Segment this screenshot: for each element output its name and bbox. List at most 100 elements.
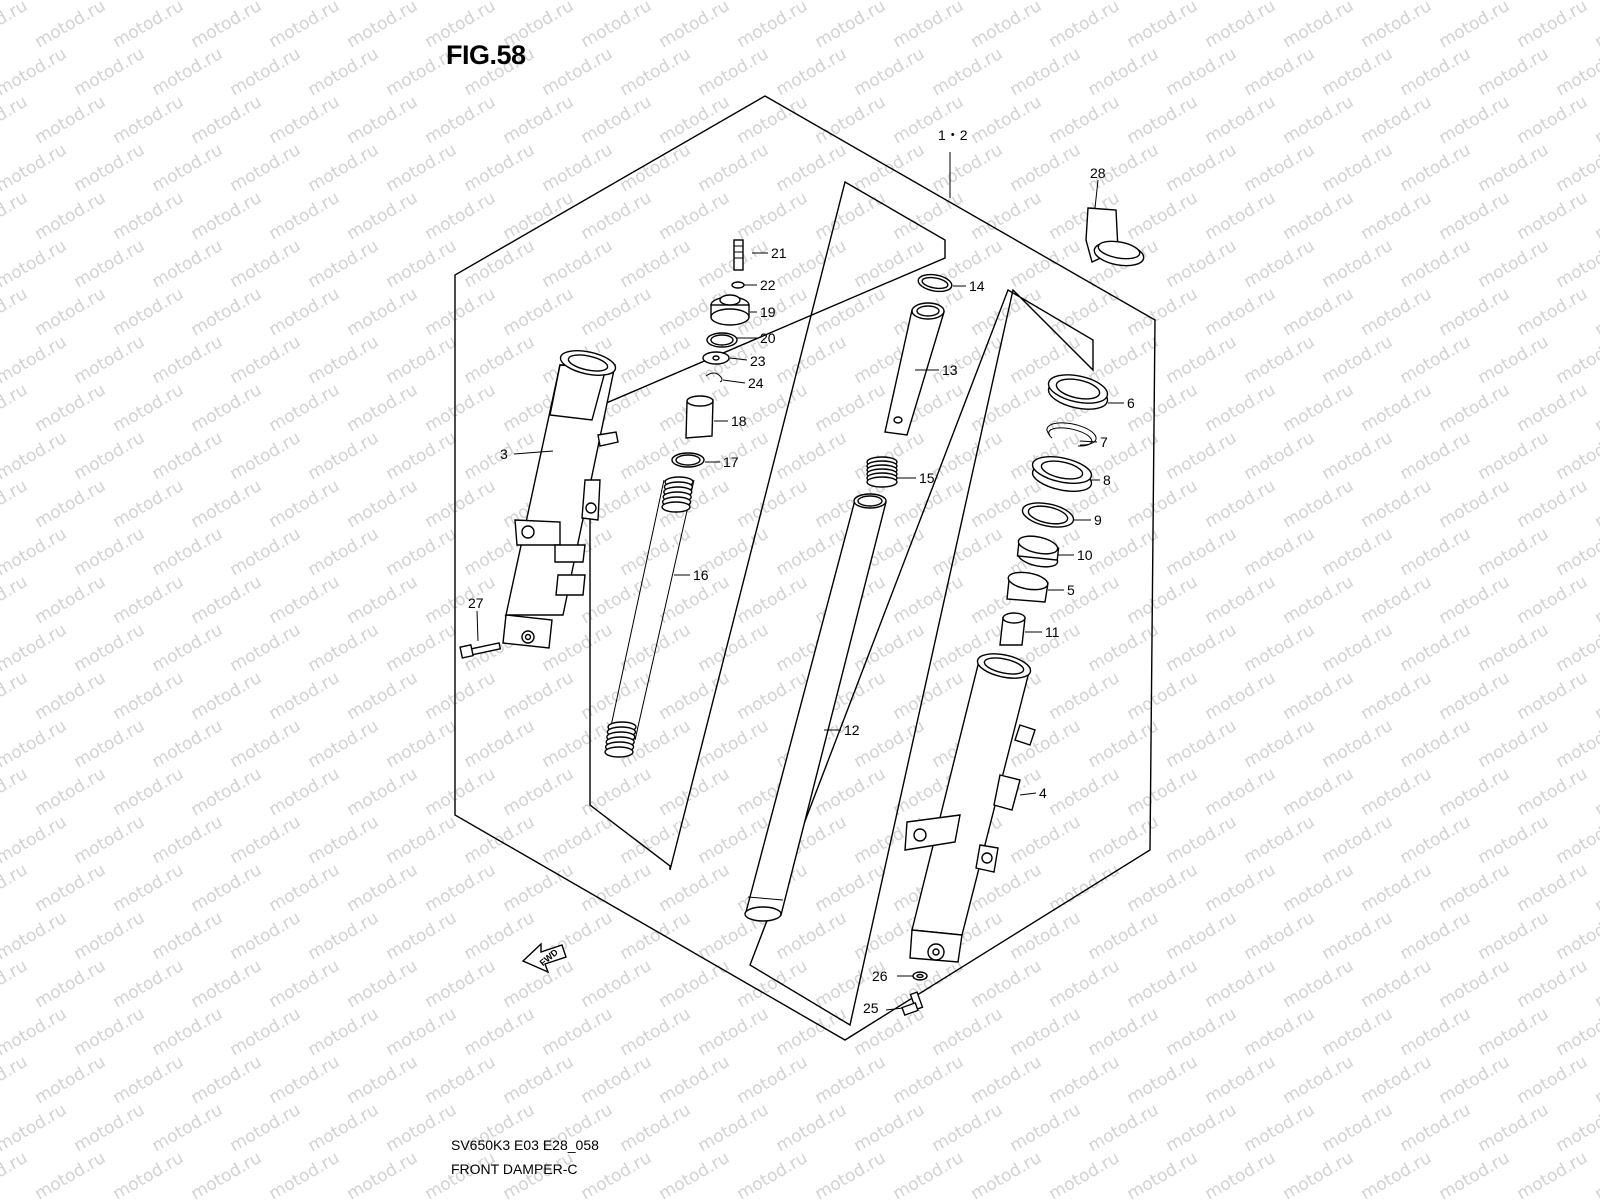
watermark-text: motod.ru: [383, 140, 461, 196]
watermark-text: motod.ru: [1241, 236, 1319, 292]
watermark-text: motod.ru: [461, 0, 539, 4]
axle-pinch-bolt: [459, 642, 502, 659]
watermark-text: motod.ru: [1280, 380, 1358, 436]
watermark-text: motod.ru: [1397, 236, 1475, 292]
watermark-text: motod.ru: [617, 332, 695, 388]
watermark-text: motod.ru: [812, 860, 890, 916]
watermark-text: motod.ru: [1085, 0, 1163, 4]
watermark-text: motod.ru: [851, 620, 929, 676]
callout-9: 9: [1094, 512, 1102, 528]
watermark-text: motod.ru: [71, 524, 149, 580]
watermark-text: motod.ru: [383, 908, 461, 964]
watermark-text: motod.ru: [344, 1148, 422, 1200]
watermark-text: motod.ru: [1397, 1100, 1475, 1156]
watermark-text: motod.ru: [1163, 716, 1241, 772]
watermark-text: motod.ru: [1319, 0, 1397, 4]
watermark-text: motod.ru: [305, 1100, 383, 1156]
watermark-text: motod.ru: [71, 0, 149, 4]
watermark-text: motod.ru: [1007, 716, 1085, 772]
watermark-text: motod.ru: [1202, 1052, 1280, 1108]
watermark-text: motod.ru: [1358, 476, 1436, 532]
watermark-text: motod.ru: [1553, 908, 1600, 964]
watermark-text: motod.ru: [32, 92, 110, 148]
watermark-text: motod.ru: [539, 1004, 617, 1060]
watermark-text: motod.ru: [773, 44, 851, 100]
watermark-text: motod.ru: [695, 620, 773, 676]
watermark-text: motod.ru: [1046, 668, 1124, 724]
figure-title: FIG.58: [446, 40, 526, 70]
watermark-text: motod.ru: [383, 812, 461, 868]
callout-26: 26: [872, 968, 888, 984]
watermark-text: motod.ru: [1007, 0, 1085, 4]
spring-coil: [866, 476, 898, 488]
watermark-text: motod.ru: [1241, 44, 1319, 100]
watermark-text: motod.ru: [1592, 284, 1600, 340]
watermark-text: motod.ru: [617, 236, 695, 292]
watermark-text: motod.ru: [1475, 140, 1553, 196]
watermark-text: motod.ru: [1319, 1004, 1397, 1060]
watermark-text: motod.ru: [1202, 572, 1280, 628]
watermark-text: motod.ru: [266, 860, 344, 916]
watermark-text: motod.ru: [344, 860, 422, 916]
callout-4: 4: [1039, 785, 1047, 801]
watermark-text: motod.ru: [500, 860, 578, 916]
fork-spring: [604, 476, 695, 758]
watermark-text: motod.ru: [1007, 908, 1085, 964]
watermark-text: motod.ru: [0, 140, 70, 196]
watermark-text: motod.ru: [1163, 428, 1241, 484]
watermark-text: motod.ru: [188, 956, 266, 1012]
watermark-text: motod.ru: [32, 1148, 110, 1200]
watermark-text: motod.ru: [1085, 620, 1163, 676]
watermark-text: motod.ru: [734, 188, 812, 244]
watermark-text: motod.ru: [149, 524, 227, 580]
watermark-text: motod.ru: [539, 236, 617, 292]
watermark-text: motod.ru: [1514, 572, 1592, 628]
watermark-text: motod.ru: [500, 764, 578, 820]
watermark-text: motod.ru: [188, 1148, 266, 1200]
watermark-text: motod.ru: [188, 764, 266, 820]
watermark-text: motod.ru: [1436, 668, 1514, 724]
callout-16: 16: [693, 567, 709, 583]
watermark-text: motod.ru: [0, 860, 31, 916]
watermark-text: motod.ru: [422, 572, 500, 628]
watermark-text: motod.ru: [188, 92, 266, 148]
watermark-text: motod.ru: [1280, 668, 1358, 724]
watermark-text: motod.ru: [32, 860, 110, 916]
watermark-text: motod.ru: [1046, 956, 1124, 1012]
watermark-text: motod.ru: [812, 284, 890, 340]
outer-tube-right: [904, 653, 1036, 963]
watermark-text: motod.ru: [1163, 620, 1241, 676]
watermark-text: motod.ru: [0, 236, 70, 292]
watermark-text: motod.ru: [773, 332, 851, 388]
watermark-text: motod.ru: [968, 0, 1046, 52]
watermark-text: motod.ru: [1202, 0, 1280, 52]
watermark-text: motod.ru: [656, 668, 734, 724]
watermark-text: motod.ru: [1241, 1004, 1319, 1060]
watermark-text: motod.ru: [695, 44, 773, 100]
watermark-text: motod.ru: [1553, 44, 1600, 100]
watermark-text: motod.ru: [1358, 1148, 1436, 1200]
watermark-text: motod.ru: [149, 236, 227, 292]
rebound-spring: [866, 456, 898, 488]
watermark-text: motod.ru: [71, 332, 149, 388]
watermark-text: motod.ru: [539, 0, 617, 4]
watermark-text: motod.ru: [656, 92, 734, 148]
watermark-text: motod.ru: [578, 92, 656, 148]
watermark-text: motod.ru: [1397, 716, 1475, 772]
watermark-text: motod.ru: [929, 0, 1007, 4]
watermark-text: motod.ru: [1436, 476, 1514, 532]
watermark-text: motod.ru: [1163, 332, 1241, 388]
watermark-text: motod.ru: [1280, 860, 1358, 916]
watermark-text: motod.ru: [1436, 956, 1514, 1012]
watermark-text: motod.ru: [1397, 908, 1475, 964]
watermark-text: motod.ru: [32, 956, 110, 1012]
watermark-text: motod.ru: [461, 140, 539, 196]
watermark-text: motod.ru: [188, 668, 266, 724]
watermark-text: motod.ru: [1553, 1004, 1600, 1060]
watermark-text: motod.ru: [1085, 332, 1163, 388]
watermark-text: motod.ru: [266, 284, 344, 340]
watermark-text: motod.ru: [929, 140, 1007, 196]
callout-6: 6: [1127, 395, 1135, 411]
watermark-text: motod.ru: [0, 332, 70, 388]
